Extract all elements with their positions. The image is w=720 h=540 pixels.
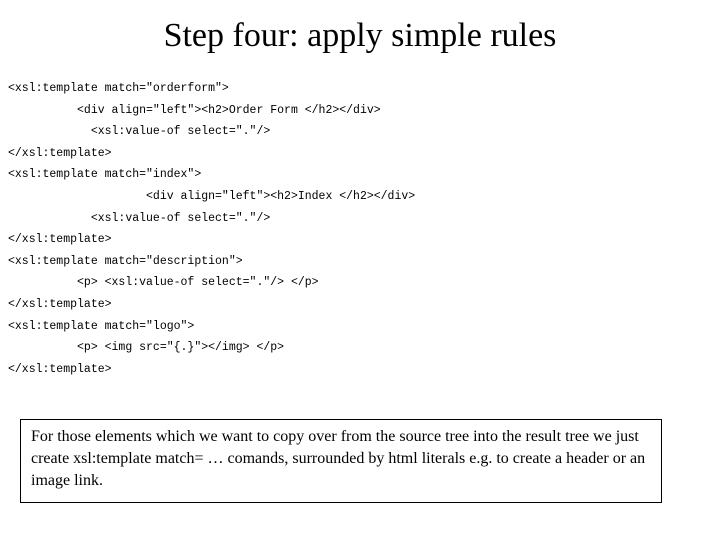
code-line: </xsl:template> [8,233,112,247]
code-line: <xsl:template match="index"> [8,168,202,182]
code-line: <xsl:template match="description"> [8,254,243,268]
code-line: </xsl:template> [8,146,112,160]
code-line: </xsl:template> [8,297,112,311]
code-line: </xsl:template> [8,362,112,376]
code-block: <xsl:template match="orderform"> <div al… [8,78,415,380]
code-line: <p> <img src="{.}"></img> </p> [8,341,285,355]
note-box: For those elements which we want to copy… [20,419,662,503]
code-line: <xsl:value-of select="."/> [8,211,271,225]
code-line: <xsl:value-of select="."/> [8,125,271,139]
code-line: <xsl:template match="logo"> [8,319,195,333]
slide-title: Step four: apply simple rules [163,17,557,54]
code-line: <div align="left"><h2>Order Form </h2></… [8,103,381,117]
code-line: <p> <xsl:value-of select="."/> </p> [8,276,319,290]
code-line: <xsl:template match="orderform"> [8,82,229,95]
code-line: <div align="left"><h2>Index </h2></div> [8,189,416,203]
